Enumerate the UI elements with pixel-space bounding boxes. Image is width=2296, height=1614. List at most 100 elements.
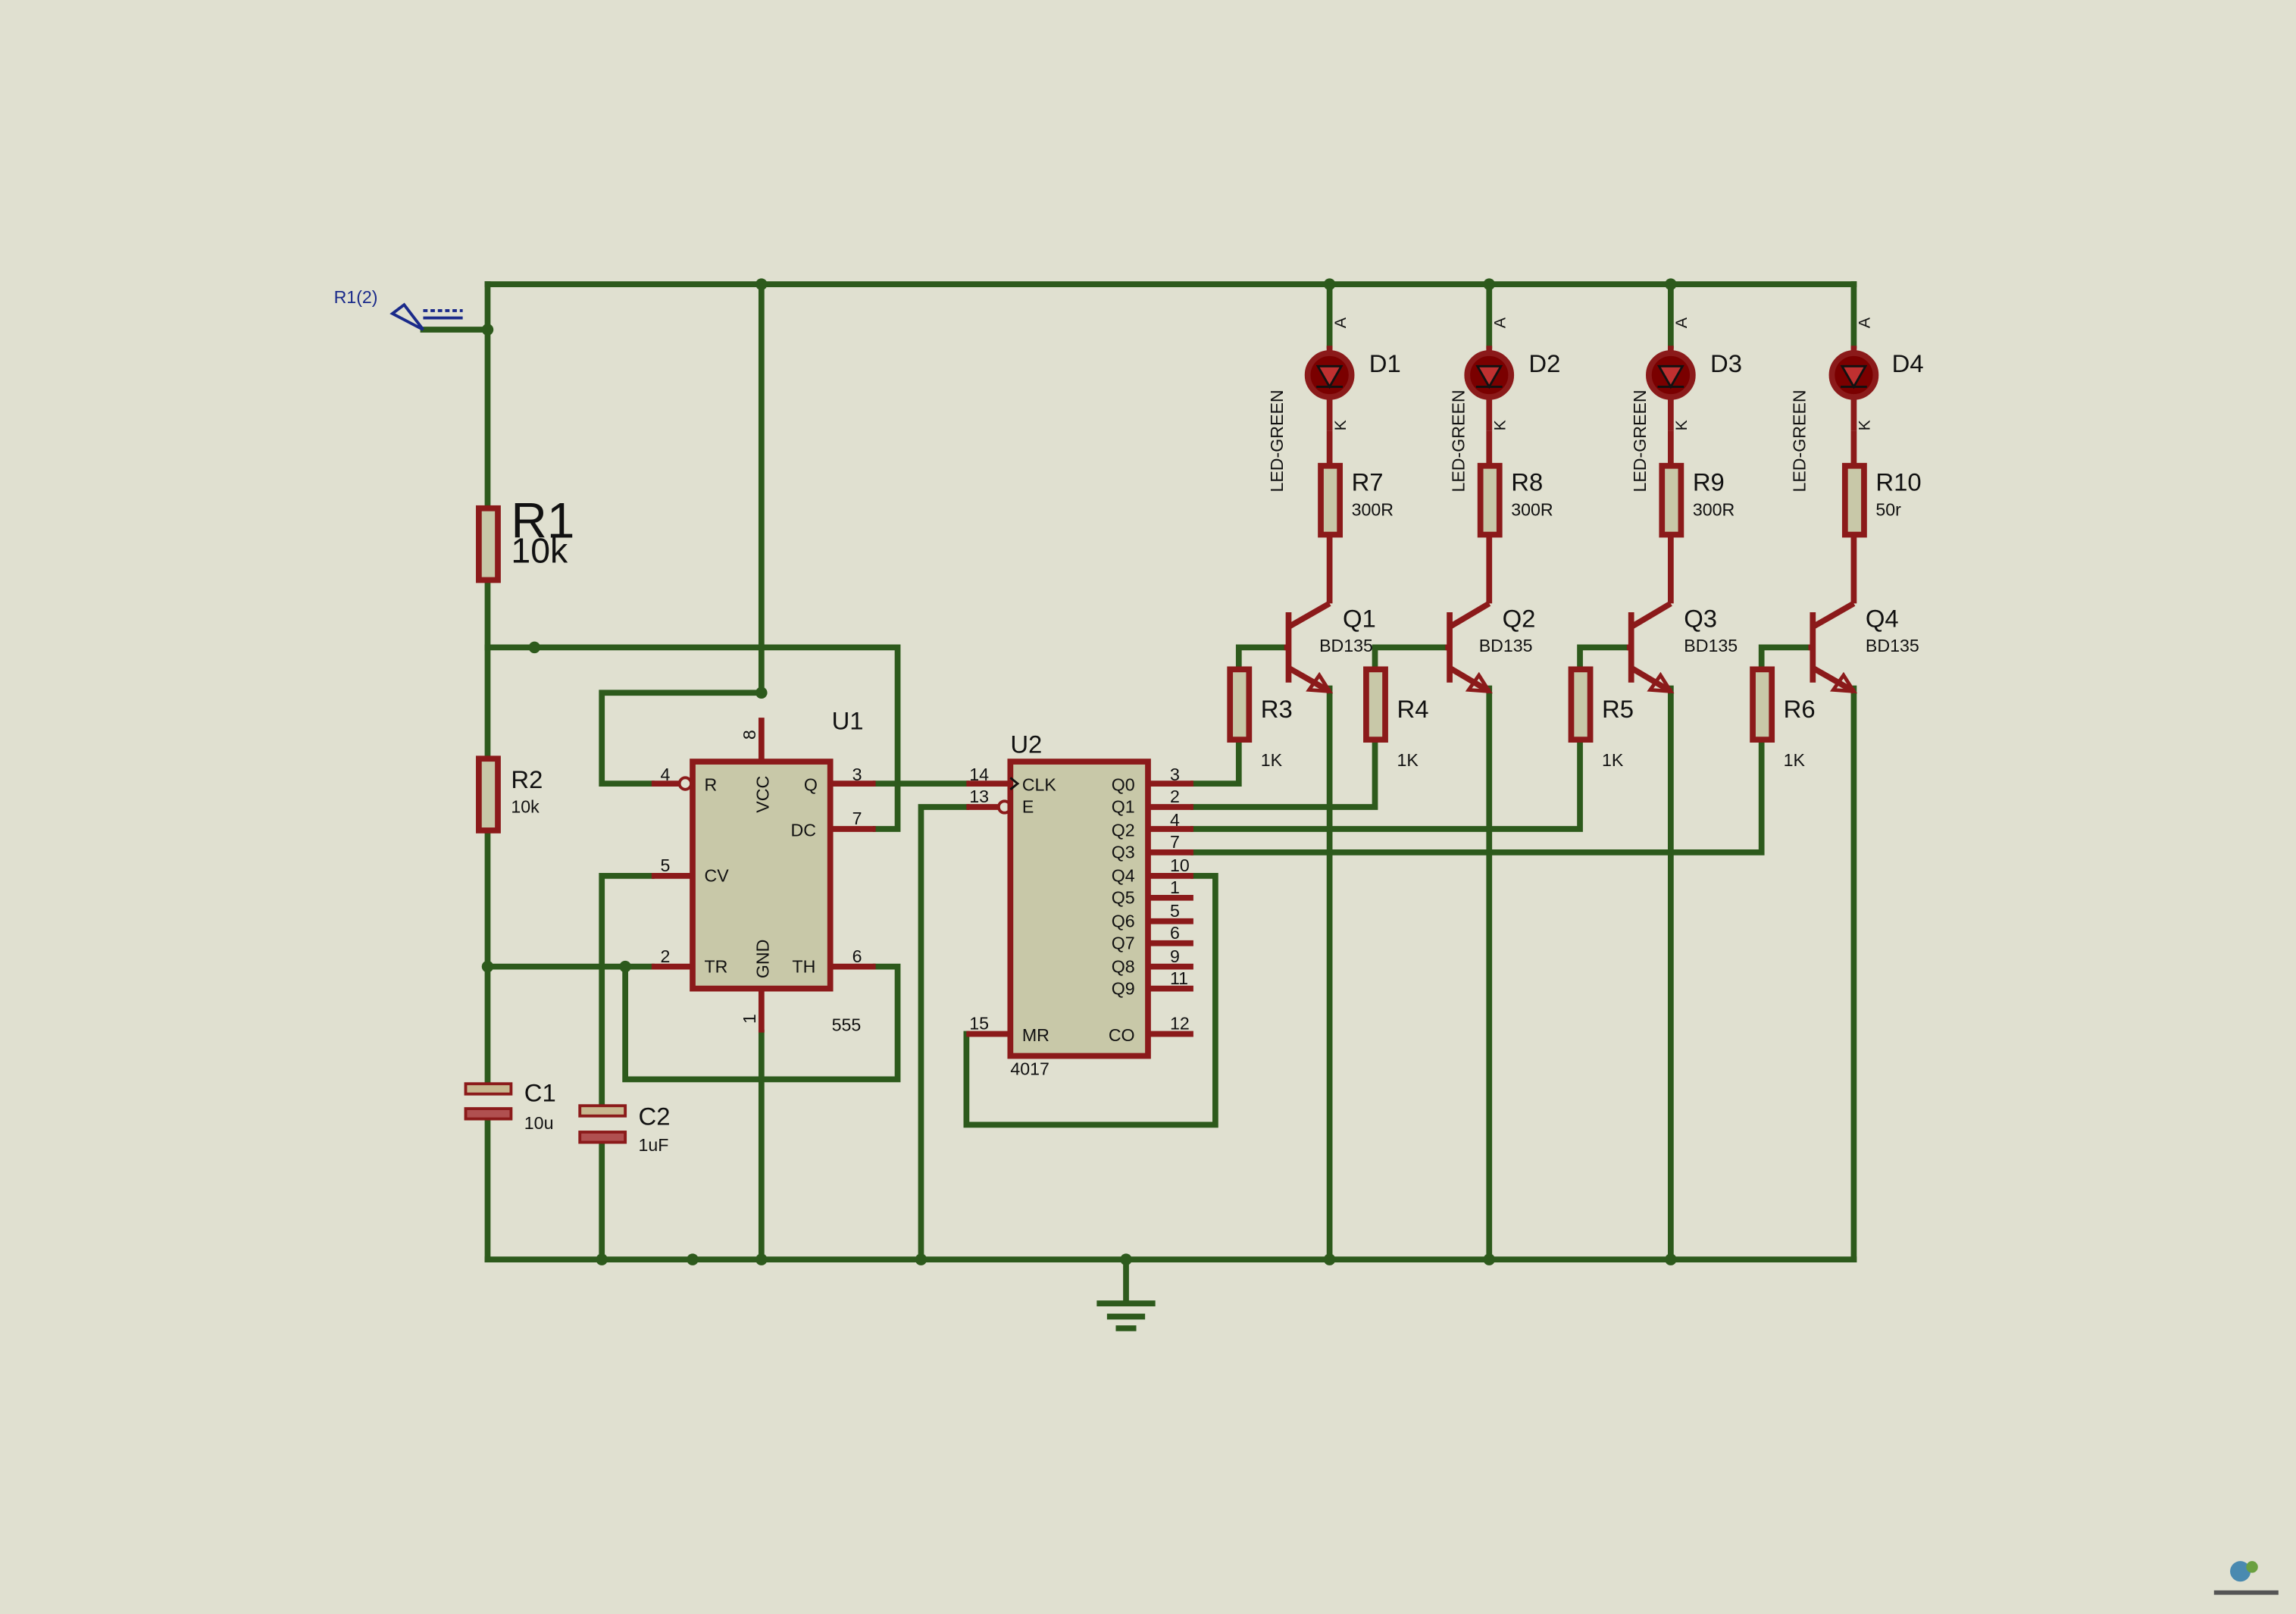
capacitor-c1[interactable]: C1 10u	[464, 1078, 556, 1133]
led-ref: D4	[1892, 349, 1924, 377]
resistor-value: 10k	[511, 530, 568, 570]
resistor-r2[interactable]: R2 10k	[476, 755, 543, 834]
transistor-value: BD135	[1479, 636, 1533, 655]
resistor-r10[interactable]: R10 50r	[1841, 430, 1922, 604]
transistor-q3[interactable]: Q3 BD135	[1626, 601, 1738, 694]
transistor-value: BD135	[1866, 636, 1919, 655]
resistor-r8[interactable]: R8 300R	[1477, 430, 1553, 604]
led-cathode-label: K	[1856, 420, 1874, 430]
u2-pinnum: 4	[1170, 810, 1180, 830]
u1-pinnum-5: 5	[661, 855, 671, 875]
resistor-value: 300R	[1352, 499, 1394, 519]
led-d1[interactable]: D1 A K LED-GREEN	[1267, 317, 1401, 492]
u2-pin-q8: Q8	[1112, 956, 1135, 976]
u2-pin-clk: CLK	[1022, 775, 1057, 795]
u1-pinnum-1: 1	[740, 1014, 759, 1024]
corner-logo	[2213, 1561, 2279, 1595]
u2-pin-co: CO	[1109, 1025, 1135, 1045]
transistor-ref: Q4	[1866, 604, 1899, 632]
u1-pin-q: Q	[804, 775, 818, 795]
u2-pinnum-13: 13	[969, 787, 989, 806]
ground-symbol	[1096, 1300, 1156, 1331]
resistor-value: 300R	[1693, 499, 1735, 519]
resistor-r4[interactable]: R4 1K	[1363, 666, 1429, 770]
u1-pinnum-4: 4	[661, 765, 671, 784]
u2-pinnum-15: 15	[969, 1014, 989, 1034]
resistor-value: 300R	[1511, 499, 1553, 519]
ic-u2-4017[interactable]: CLK E MR 14 13 15 Q0 Q1 Q2 Q3 Q4 Q5 Q6 Q…	[966, 730, 1193, 1079]
resistor-r1[interactable]: R1 10k	[476, 493, 574, 583]
led-type: LED-GREEN	[1267, 389, 1287, 492]
led-d4[interactable]: D4 A K LED-GREEN	[1790, 317, 1924, 492]
u1-pinnum-7: 7	[852, 809, 862, 828]
led-type: LED-GREEN	[1630, 389, 1650, 492]
led-anode-label: A	[1491, 317, 1509, 328]
u1-pinnum-8: 8	[740, 730, 759, 740]
led-ref: D2	[1528, 349, 1560, 377]
u2-pin-q2: Q2	[1112, 821, 1135, 840]
transistor-ref: Q1	[1343, 604, 1376, 632]
u2-pinnum: 10	[1170, 855, 1190, 875]
led-cathode-label: K	[1672, 420, 1691, 430]
u1-pin-gnd: GND	[753, 940, 773, 979]
u2-pin-q1: Q1	[1112, 797, 1135, 817]
resistor-ref: R5	[1602, 695, 1634, 723]
capacitor-ref: C2	[639, 1102, 671, 1130]
resistor-value: 50r	[1875, 499, 1901, 519]
led-d2[interactable]: D2 A K LED-GREEN	[1448, 317, 1560, 492]
u1-pin-th: TH	[792, 956, 815, 976]
resistor-value: 1K	[1397, 750, 1419, 770]
resistor-r3[interactable]: R3 1K	[1227, 666, 1293, 770]
u2-part: 4017	[1010, 1059, 1049, 1079]
u1-pin-vcc: VCC	[753, 776, 773, 813]
transistor-q4[interactable]: Q4 BD135	[1808, 601, 1919, 694]
resistor-ref: R2	[511, 765, 543, 793]
u2-pinnum: 5	[1170, 901, 1180, 921]
capacitor-c2[interactable]: C2 1uF	[578, 1102, 671, 1155]
resistor-value: 1K	[1602, 750, 1624, 770]
resistor-r9[interactable]: R9 300R	[1659, 430, 1735, 604]
led-type: LED-GREEN	[1790, 389, 1810, 492]
transistor-ref: Q2	[1503, 604, 1536, 632]
resistor-ref: R6	[1784, 695, 1816, 723]
u1-pin-r: R	[704, 775, 717, 795]
junction-dots	[481, 278, 1677, 1265]
resistor-r7[interactable]: R7 300R	[1318, 430, 1394, 604]
u2-pinnum: 6	[1170, 923, 1180, 943]
resistor-ref: R1	[511, 493, 574, 548]
resistor-ref: R8	[1511, 468, 1543, 496]
transistor-value: BD135	[1684, 636, 1738, 655]
u2-pin-q7: Q7	[1112, 933, 1135, 952]
resistor-value: 1K	[1784, 750, 1806, 770]
u1-ref: U1	[832, 707, 864, 735]
ic-u1-555[interactable]: R CV TR Q DC TH VCC GND 4 5 2 3 7 6 8 1 …	[651, 707, 876, 1035]
resistor-ref: R4	[1397, 695, 1429, 723]
resistor-r5[interactable]: R5 1K	[1568, 666, 1634, 770]
led-anode-label: A	[1856, 317, 1874, 328]
transistor-q1[interactable]: Q1 BD135	[1284, 601, 1376, 694]
u2-ref: U2	[1010, 730, 1042, 759]
u2-pin-q0: Q0	[1112, 775, 1135, 795]
led-ref: D3	[1710, 349, 1742, 377]
transistor-value: BD135	[1319, 636, 1373, 655]
transistor-q2[interactable]: Q2 BD135	[1445, 601, 1536, 694]
u2-pinnum: 11	[1170, 968, 1188, 988]
u2-pinnum: 2	[1170, 787, 1180, 806]
u2-pinnum: 9	[1170, 946, 1180, 966]
u1-pinnum-3: 3	[852, 765, 862, 784]
capacitor-value: 1uF	[639, 1135, 669, 1155]
resistor-value: 10k	[511, 797, 540, 817]
led-anode-label: A	[1331, 317, 1350, 328]
capacitor-value: 10u	[524, 1113, 554, 1133]
transistor-ref: Q3	[1684, 604, 1717, 632]
resistor-r6[interactable]: R6 1K	[1750, 666, 1816, 770]
terminal-r1-2[interactable]: R1(2)	[334, 287, 463, 331]
u2-pinnum: 12	[1170, 1014, 1190, 1034]
led-d3[interactable]: D3 A K LED-GREEN	[1630, 317, 1742, 492]
u2-pinnum: 7	[1170, 832, 1180, 852]
u1-pinnum-2: 2	[661, 946, 671, 966]
u2-pinnum: 1	[1170, 877, 1180, 897]
resistor-value: 1K	[1261, 750, 1283, 770]
wires	[420, 281, 1857, 1306]
